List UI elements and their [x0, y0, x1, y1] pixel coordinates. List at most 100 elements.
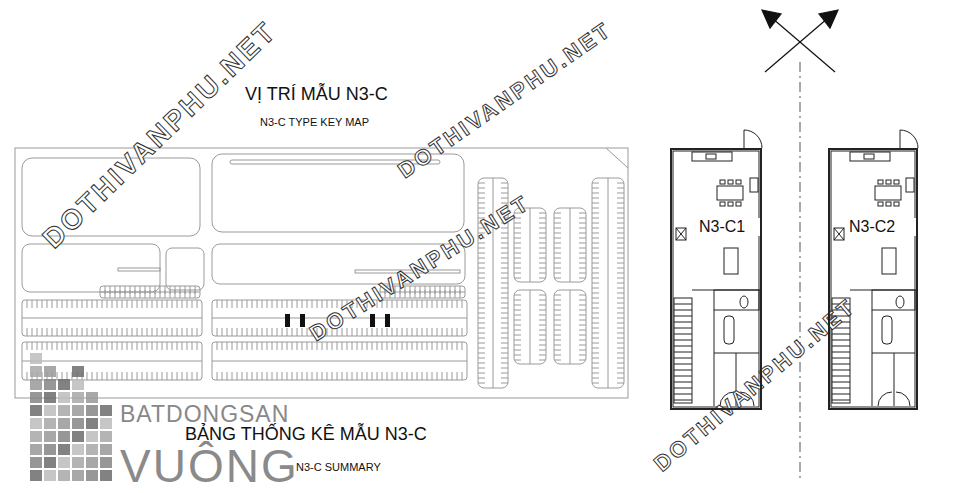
lot-line	[592, 233, 599, 234]
lot-line	[579, 360, 586, 361]
lot-line	[102, 372, 103, 380]
lot-line	[187, 342, 188, 350]
lot-line	[501, 313, 508, 314]
logo-square	[72, 392, 84, 403]
lot-line	[617, 358, 624, 359]
label-holder: N3-C SUMMARY	[296, 457, 381, 475]
stair-tread	[832, 340, 850, 341]
lot-line	[142, 328, 143, 336]
lot-line	[478, 288, 485, 289]
stair-tread	[674, 394, 692, 395]
lot-line	[501, 183, 508, 184]
lot-line	[367, 328, 368, 336]
stair-tread	[674, 358, 692, 359]
lot-line	[252, 342, 253, 350]
lot-line	[579, 305, 586, 306]
stair-tread	[674, 334, 692, 335]
logo-square	[72, 418, 84, 429]
lot-line	[554, 258, 561, 259]
lot-line	[432, 372, 433, 380]
stair-tread	[674, 346, 692, 347]
lot-line	[450, 290, 451, 298]
lot-line	[247, 342, 248, 350]
lot-line	[539, 355, 546, 356]
row-outline	[22, 342, 202, 380]
lot-line	[402, 372, 403, 380]
lot-line	[478, 353, 485, 354]
lot-line	[387, 342, 388, 350]
logo-square	[72, 470, 84, 481]
lot-line	[478, 263, 485, 264]
logo-square	[86, 418, 98, 429]
lot-line	[452, 372, 453, 380]
townhouse-row	[22, 300, 202, 336]
lot-line	[445, 290, 446, 298]
stair-tread	[832, 400, 850, 401]
lot-line	[554, 278, 561, 279]
lot-line	[592, 228, 599, 229]
logo-square	[44, 431, 56, 442]
logo-square	[72, 457, 84, 468]
lot-line	[410, 290, 411, 298]
lot-line	[617, 373, 624, 374]
cabinet	[834, 228, 844, 240]
column-spine	[530, 290, 531, 364]
lot-line	[435, 290, 436, 298]
lot-line	[57, 342, 58, 350]
lot-line	[287, 300, 288, 308]
lot-line	[157, 372, 158, 380]
lot-line	[112, 372, 113, 380]
label-holder: DOTHIVANPHU.NET	[305, 190, 535, 346]
lot-line	[170, 290, 171, 298]
lot-line	[592, 258, 599, 259]
lot-line	[397, 328, 398, 336]
logo-square	[30, 353, 42, 364]
lot-line	[137, 300, 138, 308]
lot-line	[554, 243, 561, 244]
kitchen-counter	[692, 152, 732, 161]
lot-line	[332, 342, 333, 350]
lot-line	[347, 342, 348, 350]
lot-line	[501, 263, 508, 264]
lot-line	[592, 328, 599, 329]
lot-line	[501, 318, 508, 319]
lot-line	[579, 325, 586, 326]
lot-line	[554, 305, 561, 306]
lot-line	[425, 290, 426, 298]
logo-square	[100, 457, 112, 468]
lot-line	[417, 342, 418, 350]
logo-square	[58, 379, 70, 390]
lot-line	[262, 328, 263, 336]
lot-line	[297, 300, 298, 308]
lot-line	[432, 328, 433, 336]
lot-line	[197, 372, 198, 380]
lot-line	[317, 372, 318, 380]
lot-line	[501, 358, 508, 359]
lot-line	[377, 342, 378, 350]
sink	[706, 154, 716, 159]
stair-tread	[674, 316, 692, 317]
lot-line	[257, 342, 258, 350]
lot-line	[217, 300, 218, 308]
column-spine	[530, 208, 531, 282]
lot-line	[72, 300, 73, 308]
lot-line	[514, 345, 521, 346]
lot-line	[62, 342, 63, 350]
lot-line	[327, 372, 328, 380]
floor-joint	[894, 353, 895, 406]
lot-line	[554, 330, 561, 331]
lot-line	[197, 328, 198, 336]
lot-line	[478, 343, 485, 344]
logo-square	[72, 379, 84, 390]
lot-line	[617, 353, 624, 354]
lot-line	[52, 300, 53, 308]
stair-tread	[832, 358, 850, 359]
stair-tread	[674, 304, 692, 305]
lot-line	[57, 372, 58, 380]
lot-line	[432, 342, 433, 350]
lot-line	[447, 300, 448, 308]
lot-line	[539, 238, 546, 239]
lot-line	[357, 372, 358, 380]
lot-line	[539, 310, 546, 311]
stair-tread	[674, 322, 692, 323]
